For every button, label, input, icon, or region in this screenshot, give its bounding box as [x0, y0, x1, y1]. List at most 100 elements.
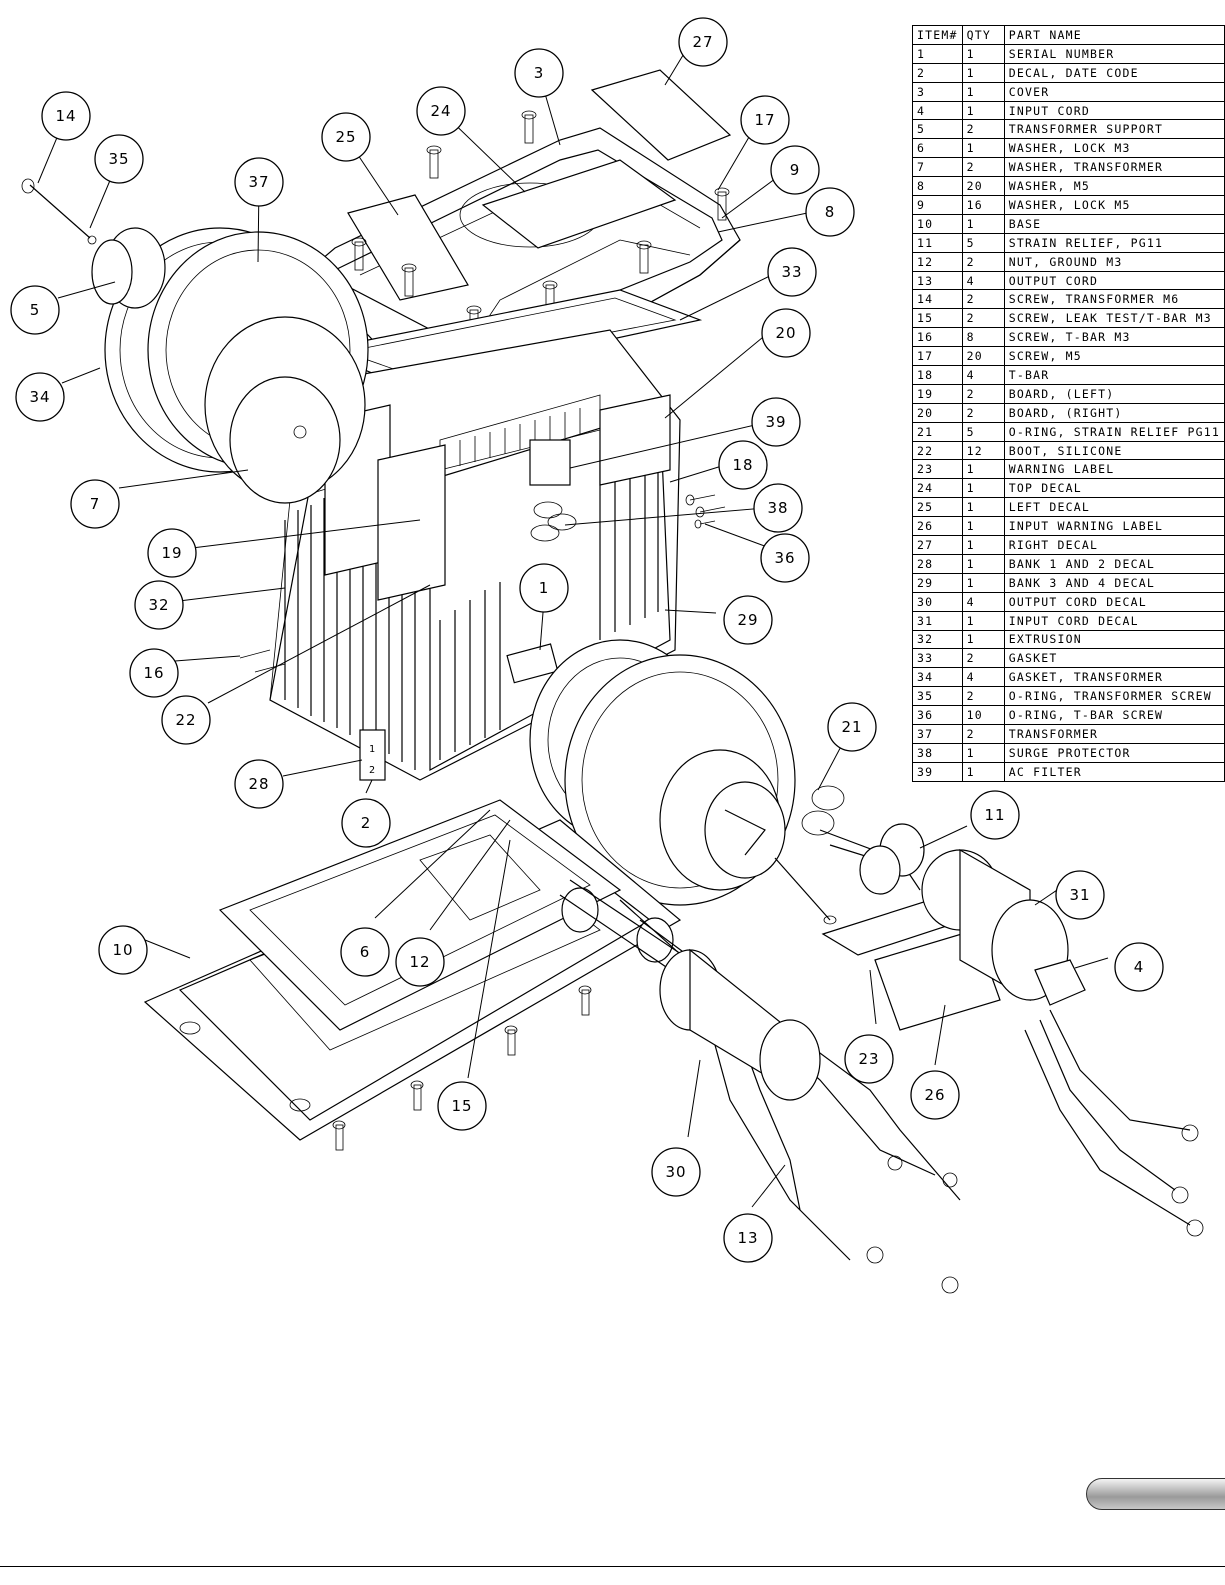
svg-text:29: 29 [737, 611, 758, 629]
item-number-cell: 31 [912, 610, 963, 631]
svg-text:23: 23 [858, 1050, 879, 1068]
bottom-rule [0, 1566, 1225, 1567]
callout-29: 29 [723, 595, 773, 645]
item-number-cell: 10 [912, 213, 963, 234]
part-name-cell: DECAL, DATE CODE [1003, 62, 1225, 83]
callout-12: 12 [395, 937, 445, 987]
item-number-cell: 16 [912, 327, 963, 348]
svg-text:26: 26 [924, 1086, 945, 1104]
svg-text:5: 5 [30, 301, 41, 319]
callout-30: 30 [651, 1147, 701, 1197]
svg-text:22: 22 [175, 711, 196, 729]
svg-text:30: 30 [665, 1163, 686, 1181]
part-name-cell: SURGE PROTECTOR [1003, 742, 1225, 763]
svg-text:16: 16 [143, 664, 164, 682]
qty-cell: 1 [961, 81, 1005, 102]
qty-cell: 1 [961, 610, 1005, 631]
qty-cell: 1 [961, 572, 1005, 593]
item-number-cell: 18 [912, 365, 963, 385]
item-number-cell: 39 [912, 761, 963, 782]
qty-cell: 5 [961, 421, 1005, 442]
qty-cell: 1 [961, 459, 1005, 480]
part-name-cell: TRANSFORMER SUPPORT [1003, 119, 1225, 140]
callout-3: 3 [514, 48, 564, 98]
svg-text:7: 7 [90, 495, 101, 513]
item-number-cell: 22 [912, 440, 963, 461]
header-part-name: PART NAME [1003, 25, 1225, 45]
callout-10: 10 [98, 925, 148, 975]
item-number-cell: 38 [912, 742, 963, 763]
item-number-cell: 20 [912, 402, 963, 423]
base-screws [332, 985, 592, 1151]
part-name-cell: BASE [1003, 213, 1225, 234]
part-name-cell: WASHER, M5 [1003, 176, 1225, 197]
header-qty: QTY [961, 25, 1005, 45]
svg-text:24: 24 [430, 102, 451, 120]
qty-cell: 1 [961, 100, 1005, 121]
part-name-cell: EXTRUSION [1003, 629, 1225, 650]
part-name-cell: O-RING, TRANSFORMER SCREW [1003, 686, 1225, 707]
item-number-cell: 24 [912, 478, 963, 499]
item-number-cell: 34 [912, 667, 963, 688]
callout-24: 24 [416, 86, 466, 136]
callout-38: 38 [753, 483, 803, 533]
page-number-tab [1086, 1478, 1225, 1510]
callout-1: 1 [519, 563, 569, 613]
qty-cell: 2 [961, 686, 1005, 707]
svg-text:33: 33 [781, 263, 802, 281]
callout-8: 8 [805, 187, 855, 237]
qty-cell: 5 [961, 232, 1005, 253]
callout-9: 9 [770, 145, 820, 195]
callout-14: 14 [41, 91, 91, 141]
svg-text:27: 27 [692, 33, 713, 51]
part-name-cell: AC FILTER [1003, 761, 1225, 782]
svg-text:15: 15 [451, 1097, 472, 1115]
svg-text:28: 28 [248, 775, 269, 793]
qty-cell: 16 [961, 195, 1005, 215]
table-header-row: ITEM# QTY PART NAME [912, 25, 1225, 45]
svg-text:37: 37 [248, 173, 269, 191]
qty-cell: 4 [961, 591, 1005, 612]
svg-text:17: 17 [754, 111, 775, 129]
qty-cell: 2 [961, 251, 1005, 272]
callout-13: 13 [723, 1213, 773, 1263]
part-name-cell: O-RING, STRAIN RELIEF PG11 [1003, 421, 1225, 442]
callout-15: 15 [437, 1081, 487, 1131]
header-item: ITEM# [912, 25, 963, 45]
callout-6: 6 [340, 927, 390, 977]
callout-20: 20 [761, 308, 811, 358]
qty-cell: 1 [961, 62, 1005, 83]
callout-22: 22 [161, 695, 211, 745]
item-number-cell: 25 [912, 497, 963, 518]
callout-33: 33 [767, 247, 817, 297]
part-name-cell: LEFT DECAL [1003, 497, 1225, 518]
callout-25: 25 [321, 112, 371, 162]
item-number-cell: 14 [912, 289, 963, 310]
item-number-cell: 13 [912, 270, 963, 291]
qty-cell: 2 [961, 289, 1005, 310]
part-name-cell: GASKET [1003, 648, 1225, 669]
part-name-cell: INPUT WARNING LABEL [1003, 516, 1225, 537]
